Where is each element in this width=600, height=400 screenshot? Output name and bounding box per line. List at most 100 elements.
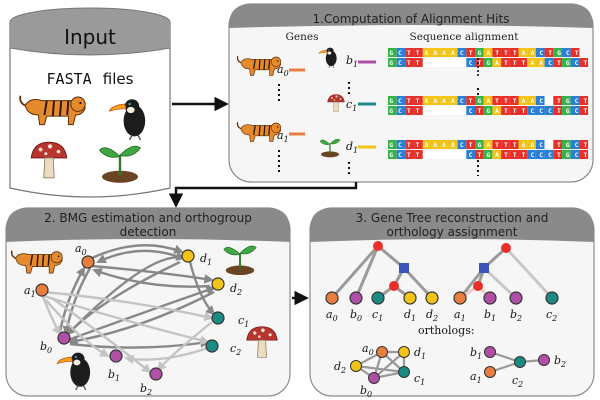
tree1-leaf-a0: a0 — [325, 291, 339, 323]
nucleotide-cell — [509, 58, 519, 67]
input-title: Input — [64, 25, 116, 49]
input-database: Input FASTA files — [9, 7, 171, 198]
svg-text:c1: c1 — [372, 308, 383, 323]
svg-text:c1: c1 — [414, 372, 425, 387]
sequence-text: GCTTAAAACTGATTTAAC-TGCT — [389, 141, 587, 149]
nucleotide-cell — [388, 96, 397, 105]
tree1-leaf-c1: c1 — [371, 291, 385, 323]
nucleotide-cell — [388, 58, 397, 67]
nucleotide-cell — [501, 58, 510, 67]
sequence-text: GCTTAAAACTGATTTAAC-TGCT — [389, 97, 587, 105]
nucleotide-cell — [562, 58, 571, 67]
bmg-edges — [40, 244, 216, 374]
nucleotide-cell — [570, 58, 580, 67]
nucleotide-cell — [518, 96, 528, 105]
svg-text:c1: c1 — [238, 314, 249, 329]
panel-gene-tree: 3. Gene Tree reconstruction and ortholog… — [309, 207, 595, 399]
alignment-header: Sequence alignment — [410, 31, 520, 43]
nucleotide-cell — [544, 48, 554, 57]
nucleotide-cell — [553, 140, 562, 149]
nucleotide-cell — [466, 96, 475, 105]
svg-text:b0: b0 — [350, 308, 362, 323]
nucleotide-cell — [448, 48, 458, 57]
nucleotide-cell — [544, 106, 554, 115]
panel3-title-line2: orthology assignment — [387, 225, 518, 239]
nucleotide-cell — [457, 48, 467, 57]
nucleotide-cell — [562, 140, 571, 149]
nucleotide-cell — [518, 58, 528, 67]
nucleotide-cell — [466, 140, 475, 149]
bmg-node-d2: d2 — [211, 277, 242, 297]
gene-label-a0: a0 — [277, 63, 289, 78]
nucleotide-cell — [475, 140, 484, 149]
nucleotide-cell — [396, 48, 406, 57]
ortholog2-node-c2: c2 — [512, 356, 526, 389]
nucleotide-cell — [440, 96, 449, 105]
nucleotide-cell — [518, 150, 528, 159]
nucleotide-cell — [562, 150, 571, 159]
nucleotide-cell — [553, 96, 562, 105]
nucleotide-cell — [414, 106, 423, 115]
nucleotide-cell — [388, 106, 397, 115]
nucleotide-cell — [475, 106, 484, 115]
sequence-row-a0: GCTTAAAACTGATTTAACTGCT — [388, 48, 580, 57]
nucleotide-cell — [457, 150, 467, 159]
nucleotide-cell — [535, 140, 545, 149]
svg-text:d1: d1 — [414, 346, 426, 361]
sequence-row-c1-bottom: GCTT-----CTGATTTCCCTGCT — [388, 106, 589, 115]
vertical-ellipsis-lower — [278, 150, 479, 176]
sequence-row-c1-top: GCTTAAAACTGATTTAAC-TGCT — [388, 96, 589, 105]
nucleotide-cell — [553, 58, 562, 67]
panel2-title-line1: 2. BMG estimation and orthogroup — [44, 211, 252, 225]
nucleotide-cell — [396, 106, 406, 115]
nucleotide-cell — [483, 140, 493, 149]
nucleotide-cell — [396, 58, 406, 67]
sequence-text: GCTT-----CTGATTTCCCTGCT — [389, 107, 587, 115]
gene-tree-1 — [330, 244, 434, 300]
nucleotide-cell — [414, 58, 423, 67]
nucleotide-cell — [509, 96, 519, 105]
alignment-block-2: GCTTAAAACTGATTTAAC-TGCT GCTT-----CTGATTTC… — [388, 96, 589, 115]
svg-text:a1: a1 — [470, 370, 482, 385]
svg-text:b1: b1 — [108, 368, 120, 383]
nucleotide-cell — [501, 140, 510, 149]
nucleotide-cell — [527, 150, 536, 159]
nucleotide-cell — [475, 58, 484, 67]
nucleotide-cell — [448, 106, 458, 115]
sequence-row-d1-bottom: GCTT-----CTGATTTCCCTGCT — [388, 150, 589, 159]
panel-alignment-hits: 1.Computation of Alignment Hits Genes Se… — [228, 3, 594, 183]
gene-label-b1: b1 — [346, 54, 358, 69]
nucleotide-cell — [483, 106, 493, 115]
svg-text:b2: b2 — [140, 382, 152, 397]
tree2-leaf-c2: c2 — [545, 291, 559, 323]
nucleotide-cell — [405, 106, 415, 115]
nucleotide-cell — [388, 150, 397, 159]
nucleotide-cell — [570, 150, 580, 159]
nucleotide-cell — [414, 140, 423, 149]
svg-text:b0: b0 — [360, 384, 372, 399]
svg-text:d2: d2 — [230, 282, 242, 297]
nucleotide-cell — [448, 96, 458, 105]
nucleotide-cell — [518, 48, 528, 57]
nucleotide-cell — [422, 140, 432, 149]
ortholog1-node-d1: d1 — [398, 346, 426, 361]
vertical-ellipsis-upper — [278, 82, 479, 104]
nucleotide-cell — [440, 150, 449, 159]
bmg-node-a1: a1 — [24, 283, 49, 299]
arrow-step1-to-step2 — [168, 182, 358, 208]
nucleotide-cell — [579, 150, 589, 159]
nucleotide-cell — [466, 106, 475, 115]
nucleotide-cell — [527, 140, 536, 149]
svg-text:c2: c2 — [512, 374, 523, 389]
nucleotide-cell — [579, 140, 589, 149]
nucleotide-cell — [527, 48, 536, 57]
nucleotide-cell — [509, 48, 519, 57]
nucleotide-cell — [422, 58, 432, 67]
nucleotide-cell — [405, 140, 415, 149]
nucleotide-cell — [562, 106, 571, 115]
tree1-duplication-node — [399, 263, 409, 273]
sequence-text: GCTT-----CTGATTTAACTGCT — [389, 59, 587, 67]
tree2-speciation-node — [473, 281, 483, 291]
alignment-block-1: GCTTAAAACTGATTTAACTGCT GCTT-----CTGATTTAA… — [388, 48, 589, 67]
